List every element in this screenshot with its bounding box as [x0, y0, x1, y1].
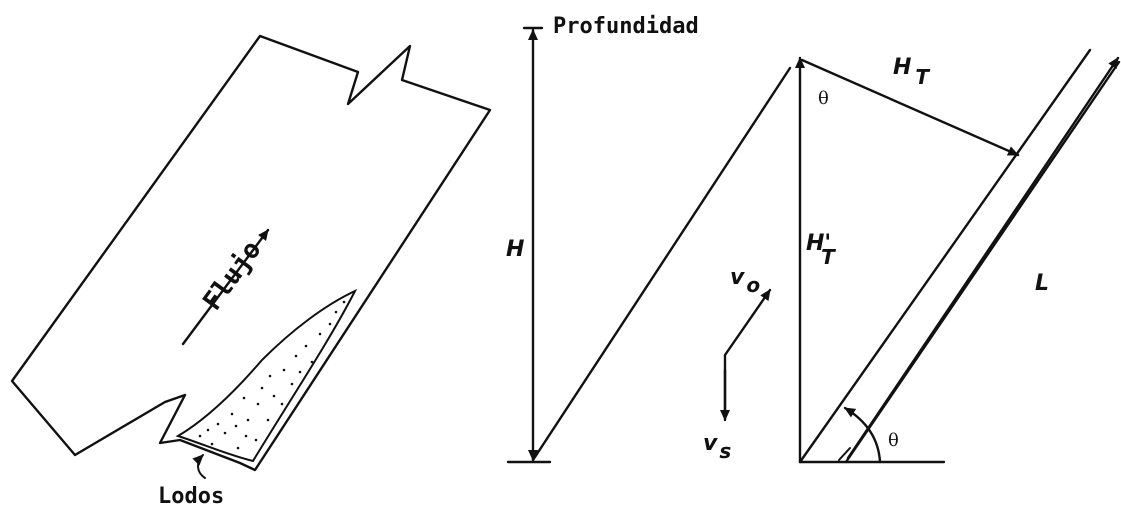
depth-slant-line	[531, 66, 792, 462]
plate-line-1	[798, 48, 1092, 464]
flow-label: Flujo	[197, 235, 267, 316]
velocity-vectors	[723, 288, 772, 418]
sludge-dots	[198, 300, 346, 450]
length-label: L	[1035, 271, 1049, 296]
theta-arc-bottom	[843, 406, 882, 464]
flow-arrow	[181, 228, 270, 346]
sludge-pointer	[192, 454, 206, 479]
theta-bottom-label: θ	[888, 430, 899, 451]
length-arrow	[846, 56, 1120, 460]
depth-h-label: H	[506, 237, 524, 262]
ht-prime-label: H'T	[806, 231, 836, 269]
tube-outline	[10, 34, 492, 472]
depth-title: Profundidad	[553, 14, 699, 39]
theta-arc-tick	[838, 447, 851, 461]
theta-top-label: θ	[818, 88, 829, 109]
sludge-deposit	[175, 288, 358, 463]
depth-diagram: Profundidad H	[506, 14, 792, 464]
inclined-tube: Flujo Lodos	[10, 34, 492, 508]
sludge-label: Lodos	[158, 484, 224, 508]
ht-arrow	[800, 58, 1020, 157]
